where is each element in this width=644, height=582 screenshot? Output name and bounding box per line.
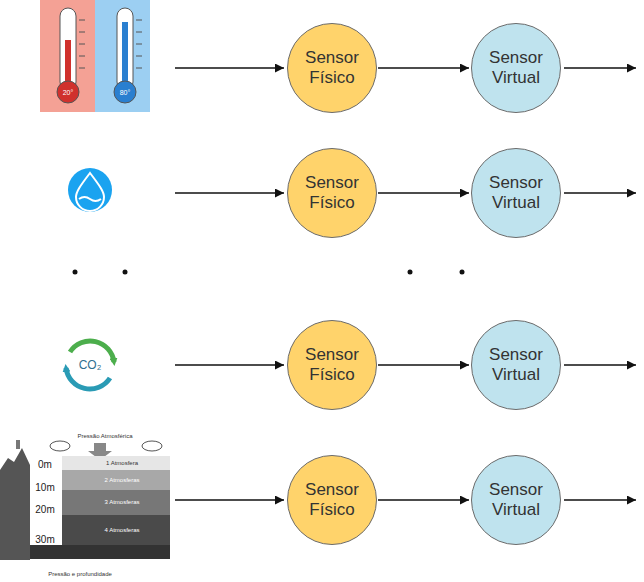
co2-icon [66,341,114,389]
physical-sensor-circle: Sensor Físico [287,320,377,410]
illustration-label: 20m [35,505,54,515]
virtual-sensor-circle: Sensor Virtual [471,148,561,238]
pressure-depth-illustration [0,440,170,560]
node-label: Sensor Físico [299,48,365,89]
input-arrow [175,68,284,500]
flow-arrow [378,364,469,365]
flow-arrow [378,499,469,500]
virtual-sensor-circle: Sensor Virtual [471,455,561,545]
illustration-label: 4 Atmosferas [104,527,139,533]
illustration-label: 30m [35,535,54,545]
output-arrow [564,68,636,500]
illustration-label: 0m [38,460,52,470]
node-label: Sensor Virtual [483,173,549,214]
ellipsis-dots [73,270,465,275]
thermometer-icon [40,0,150,112]
physical-sensor-circle: Sensor Físico [287,455,377,545]
node-label: Sensor Físico [299,345,365,386]
node-label: Sensor Físico [299,173,365,214]
virtual-sensor-circle: Sensor Virtual [471,320,561,410]
temperature-value: 80° [120,89,131,96]
illustration-label: Pressão e profundidade [48,571,112,577]
node-label: Sensor Virtual [483,48,549,89]
physical-sensor-circle: Sensor Físico [287,148,377,238]
node-label: Sensor Virtual [483,480,549,521]
temperature-value: 20° [63,89,74,96]
node-label: Sensor Virtual [483,345,549,386]
node-label: Sensor Físico [299,480,365,521]
flow-arrow [378,192,469,193]
humidity-icon [68,168,112,212]
flow-arrow [378,67,469,68]
illustration-label: Pressão Atmosférica [77,433,132,439]
virtual-sensor-circle: Sensor Virtual [471,23,561,113]
illustration-label: 3 Atmosferas [104,499,139,505]
illustration-label: 1 Atmosfera [106,460,138,466]
icon-label: CO₂ [79,359,102,371]
illustration-label: 2 Atmosferas [104,477,139,483]
illustration-label: 10m [35,483,54,493]
physical-sensor-circle: Sensor Físico [287,23,377,113]
